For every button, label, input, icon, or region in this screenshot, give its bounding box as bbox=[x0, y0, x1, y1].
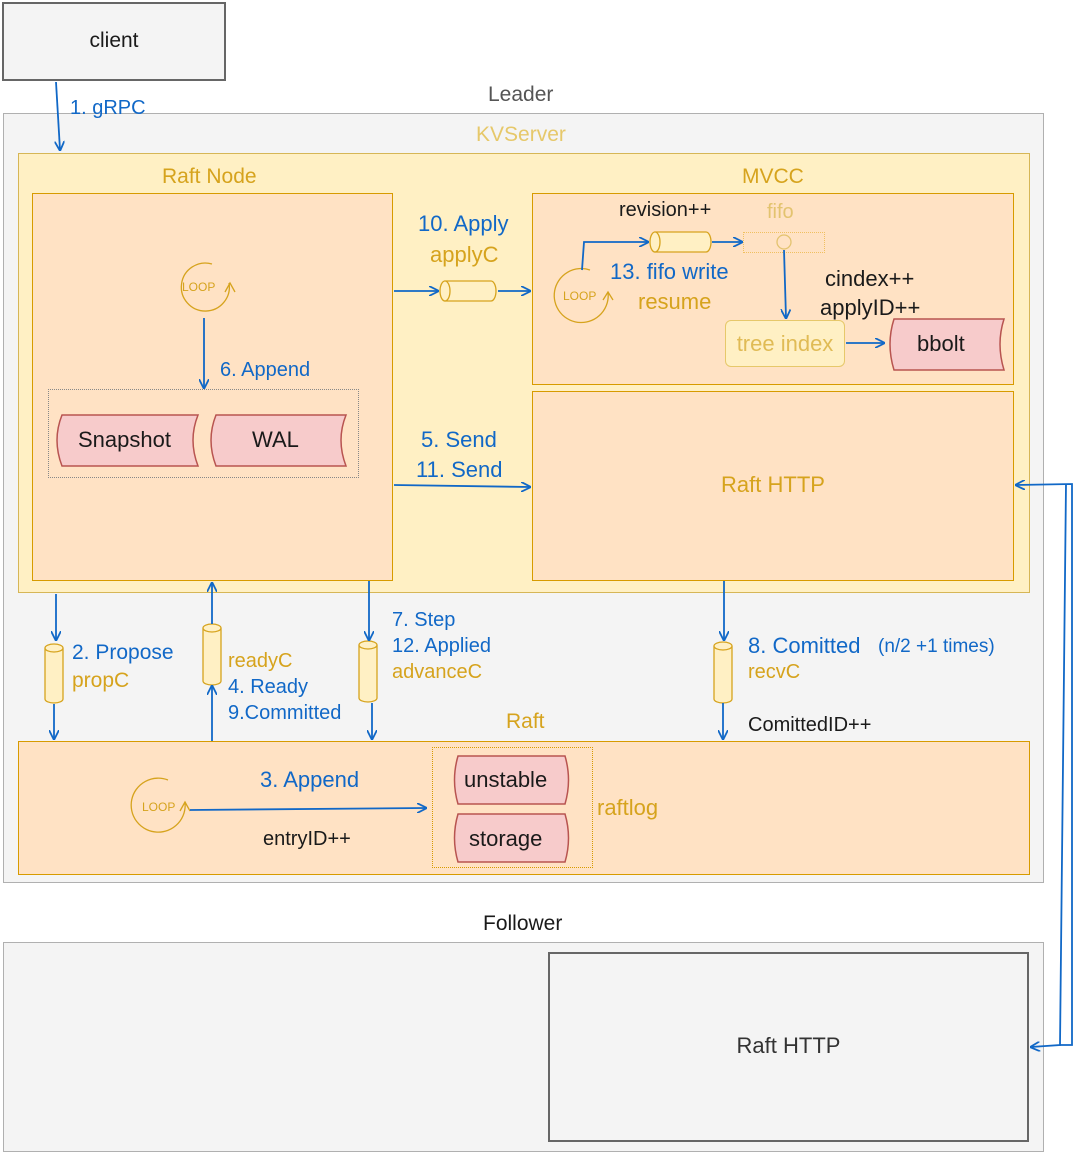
revision-arrow bbox=[581, 242, 648, 271]
times-label: (n/2 +1 times) bbox=[878, 636, 995, 657]
raft-http-follower-box bbox=[548, 952, 1029, 1142]
raftlog-label: raftlog bbox=[597, 795, 659, 820]
raft-append-label: 3. Append bbox=[260, 767, 360, 792]
raft-http-leader-box bbox=[532, 391, 1014, 581]
storage-label: storage bbox=[469, 826, 543, 851]
loop-mvcc-icon bbox=[553, 267, 614, 324]
fifo-write-label: 13. fifo write bbox=[610, 259, 729, 284]
raft-node-title: Raft Node bbox=[162, 165, 257, 188]
ready-label: 4. Ready bbox=[228, 676, 309, 698]
grpc-arrow bbox=[56, 81, 60, 150]
bbolt-label: bbolt bbox=[917, 331, 965, 356]
grpc-label: 1. gRPC bbox=[70, 97, 146, 119]
cindex-label: cindex++ bbox=[825, 266, 915, 291]
bbolt-shape bbox=[889, 318, 1006, 371]
applyc-channel-icon bbox=[439, 280, 497, 302]
applied-label: 12. Applied bbox=[392, 635, 491, 657]
raft-http-follower-label: Raft HTTP bbox=[736, 1033, 841, 1058]
unstable-label: unstable bbox=[464, 767, 548, 792]
follower-link-arrow-down bbox=[1031, 483, 1067, 1047]
client-label: client bbox=[89, 29, 139, 52]
loop-raft-node-icon bbox=[180, 262, 236, 312]
resume-label: resume bbox=[638, 289, 712, 314]
raftlog-group bbox=[432, 747, 593, 868]
recvc-label: recvC bbox=[748, 661, 801, 683]
readyc-label: readyC bbox=[228, 650, 293, 672]
propc-label: propC bbox=[72, 669, 130, 692]
snapshot-shape bbox=[56, 414, 200, 467]
propc-channel-icon bbox=[44, 643, 64, 704]
committed-id-label: ComittedID++ bbox=[748, 714, 872, 736]
step-label: 7. Step bbox=[392, 609, 456, 631]
kvserver-title: KVServer bbox=[476, 123, 566, 146]
send-11-label: 11. Send bbox=[416, 457, 503, 482]
leader-title: Leader bbox=[488, 83, 554, 106]
client-box bbox=[2, 2, 226, 81]
wal-label: WAL bbox=[252, 427, 299, 452]
applyc-label: applyC bbox=[430, 242, 499, 267]
revision-channel-icon bbox=[649, 231, 712, 253]
revision-label: revision++ bbox=[619, 199, 712, 221]
raft-http-leader-label: Raft HTTP bbox=[721, 472, 825, 497]
advancec-channel-icon bbox=[358, 640, 378, 703]
loop-raft-icon bbox=[130, 777, 191, 833]
send-5-label: 5. Send bbox=[421, 427, 497, 452]
readyc-channel-icon bbox=[202, 623, 222, 686]
append-6-label: 6. Append bbox=[220, 359, 311, 381]
recvc-channel-icon bbox=[713, 641, 733, 704]
fifo-label: fifo bbox=[767, 201, 794, 223]
loop-raft-label: LOOP bbox=[142, 800, 176, 814]
wal-shape bbox=[210, 414, 348, 467]
raft-append-arrow bbox=[189, 808, 426, 810]
committed-8-label: 8. Comitted bbox=[748, 633, 861, 658]
loop-raft-node-label: LOOP bbox=[182, 280, 216, 294]
mvcc-title: MVCC bbox=[742, 165, 804, 188]
apply-label: 10. Apply bbox=[418, 211, 509, 236]
committed-9-label: 9.Committed bbox=[228, 702, 342, 724]
storage-shape bbox=[453, 813, 570, 863]
snapshot-label: Snapshot bbox=[78, 427, 171, 452]
snapshot-wal-group bbox=[48, 389, 359, 478]
follower-link-arrow-up bbox=[1016, 484, 1073, 1046]
advancec-label: advanceC bbox=[392, 661, 483, 683]
fifo-circle-icon bbox=[776, 234, 792, 250]
loop-mvcc-label: LOOP bbox=[563, 289, 597, 303]
raft-title: Raft bbox=[506, 710, 545, 733]
send-arrow bbox=[393, 485, 530, 487]
entry-id-label: entryID++ bbox=[263, 828, 351, 850]
propose-label: 2. Propose bbox=[72, 641, 174, 664]
raft-node-box bbox=[32, 193, 393, 581]
tree-index-box bbox=[725, 320, 845, 367]
unstable-shape bbox=[453, 755, 570, 805]
tree-index-label: tree index bbox=[736, 331, 834, 356]
fifo-to-tree-arrow bbox=[784, 249, 786, 318]
applyid-label: applyID++ bbox=[820, 295, 921, 320]
follower-title: Follower bbox=[483, 912, 563, 935]
